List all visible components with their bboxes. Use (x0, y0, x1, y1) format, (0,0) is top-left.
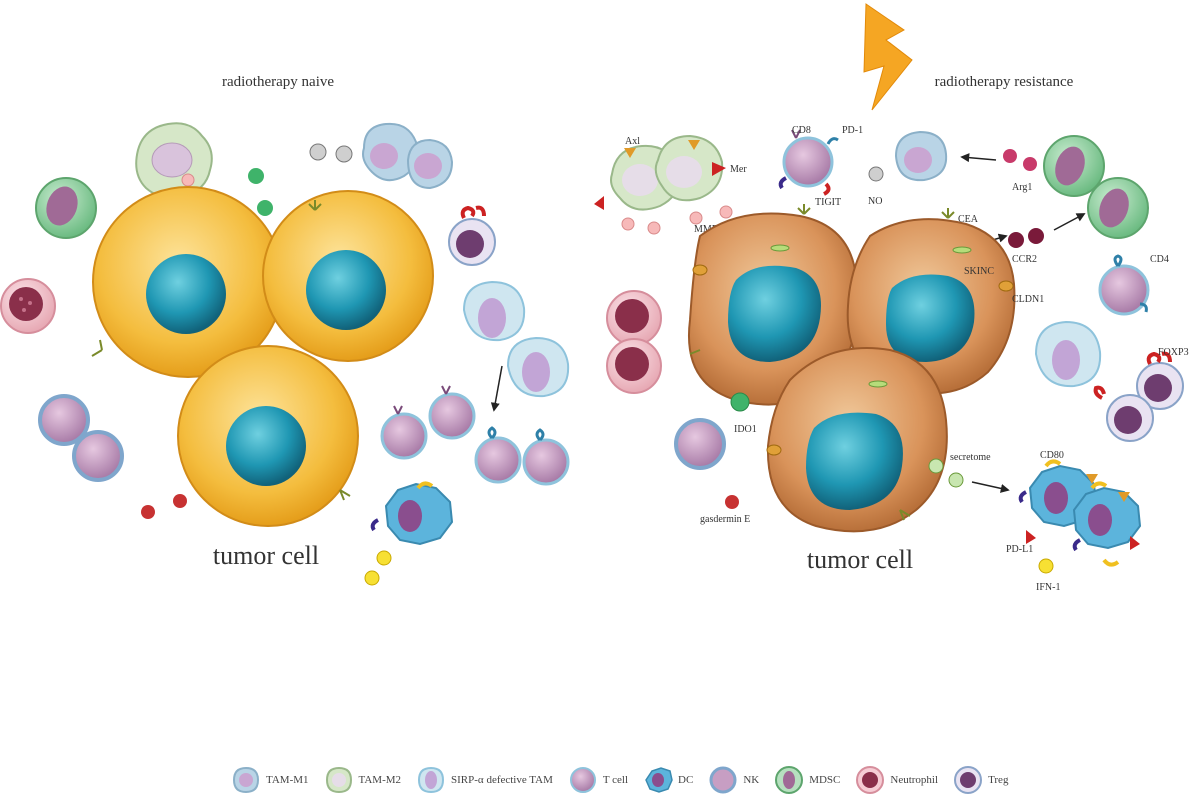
arrow (971, 481, 1010, 493)
secretome-label: secretome (950, 452, 991, 463)
tumor-cell-naive-3 (177, 345, 359, 527)
pd1-label: PD-1 (842, 125, 863, 136)
dc-icon (645, 767, 673, 793)
treg-icon (954, 766, 983, 794)
tigit-label: TIGIT (815, 197, 841, 208)
legend-label: Neutrophil (890, 774, 939, 786)
arrow (1053, 213, 1086, 231)
tam-m2-icon (325, 766, 352, 794)
legend-item-treg: Treg (952, 764, 1008, 796)
tam-m2-cells-right (594, 134, 733, 235)
arg1-molecule (1003, 149, 1017, 163)
legend-label: T cell (602, 774, 629, 786)
t-cells-left (380, 385, 570, 486)
red-molecule (141, 505, 155, 519)
legend-label: DC (678, 774, 694, 786)
radiation-lightning-icon (863, 3, 913, 111)
sknc-label: SKINC (964, 266, 994, 277)
cd8-label: CD8 (792, 125, 811, 136)
tam-m1-cell-right (894, 130, 948, 182)
right-tumor-label: tumor cell (807, 545, 913, 574)
legend-label: TAM-M2 (358, 774, 402, 786)
treg-cell (448, 205, 496, 266)
tumor-cell-naive-1 (91, 186, 284, 378)
red-molecule (173, 494, 187, 508)
no-label: NO (868, 196, 882, 207)
no-molecule (868, 166, 884, 182)
legend-item-neutrophil: Neutrophil (854, 764, 938, 796)
grey-molecule (309, 143, 327, 161)
dc-cells-right (1018, 459, 1142, 567)
mdsc-cell (35, 177, 97, 239)
grey-molecule (335, 145, 353, 163)
legend-label: Treg (988, 774, 1009, 786)
ifn1-molecule (1038, 558, 1054, 574)
right-panel-title: radiotherapy resistance (935, 74, 1074, 90)
ccr2-molecule (1028, 228, 1044, 244)
yellow-molecule (364, 570, 380, 586)
tumor-cell-resistant-1 (688, 204, 859, 406)
ccr2-label: CCR2 (1012, 254, 1037, 265)
neutrophil-icon (856, 766, 885, 794)
arrow (490, 365, 503, 412)
cd80-label: CD80 (1040, 450, 1064, 461)
cea-label: CEA (958, 214, 979, 225)
sirp-tam-icon (418, 766, 445, 794)
cd8-t-cell (778, 129, 839, 196)
tam-m1-icon (232, 766, 260, 794)
ido1-molecule (730, 392, 750, 412)
arrow (960, 153, 997, 163)
legend-item-t-cell: T cell (567, 764, 628, 796)
legend: TAM-M1 TAM-M2 SIRP-α defective TAM T cel… (230, 760, 1200, 800)
nk-icon (709, 766, 737, 794)
legend-item-dc: DC (642, 764, 693, 796)
mdsc-icon (775, 766, 804, 794)
left-panel-title: radiotherapy naive (222, 74, 334, 90)
gasdermin-molecule (725, 495, 739, 509)
legend-label: SIRP-α defective TAM (451, 774, 553, 786)
green-molecule (248, 168, 264, 184)
ido1-label: IDO1 (734, 424, 757, 435)
legend-item-mdsc: MDSC (773, 764, 840, 796)
gasdermin-label: gasdermin E (700, 514, 750, 525)
legend-item-tam-m1: TAM-M1 (230, 764, 309, 796)
yellow-molecule (376, 550, 392, 566)
axl-label: Axl (625, 136, 640, 147)
legend-item-tam-m2: TAM-M2 (323, 764, 402, 796)
cldn1-label: CLDN1 (1012, 294, 1044, 305)
ifn1-label: IFN-1 (1036, 582, 1060, 593)
legend-item-sirp-tam: SIRP-α defective TAM (415, 764, 553, 796)
legend-label: NK (743, 774, 760, 786)
nk-cells (38, 394, 124, 482)
secretome-molecule (948, 472, 964, 488)
neutrophil-cells-right (606, 290, 662, 394)
sirp-defective-tam-right (1034, 320, 1102, 388)
nk-cell-right (674, 418, 726, 470)
legend-item-nk: NK (707, 764, 759, 796)
tam-m2-cell (135, 122, 213, 199)
mer-label: Mer (730, 164, 747, 175)
sirp-defective-tam (462, 280, 570, 398)
mdsc-cells-right (1043, 135, 1149, 239)
dc-cell (370, 481, 454, 546)
pdl1-label: PD-L1 (1006, 544, 1033, 555)
t-cell-icon (569, 767, 596, 793)
cd4-t-cell (1098, 254, 1150, 316)
cd4-label: CD4 (1150, 254, 1169, 265)
secretome-molecule (928, 458, 944, 474)
ccr2-molecule (1008, 232, 1024, 248)
neutrophil-cell (0, 278, 56, 334)
left-tumor-label: tumor cell (213, 541, 319, 570)
legend-label: MDSC (809, 774, 841, 786)
arg1-molecule (1023, 157, 1037, 171)
treg-cells-right (1093, 351, 1184, 442)
tam-m1-cells (362, 122, 454, 190)
tumor-cell-naive-2 (262, 190, 434, 362)
legend-label: TAM-M1 (266, 774, 309, 786)
green-molecule (257, 200, 273, 216)
foxp3-label: FOXP3 (1158, 347, 1189, 358)
tumor-cell-resistant-3 (766, 347, 948, 533)
arg1-label: Arg1 (1012, 182, 1032, 193)
